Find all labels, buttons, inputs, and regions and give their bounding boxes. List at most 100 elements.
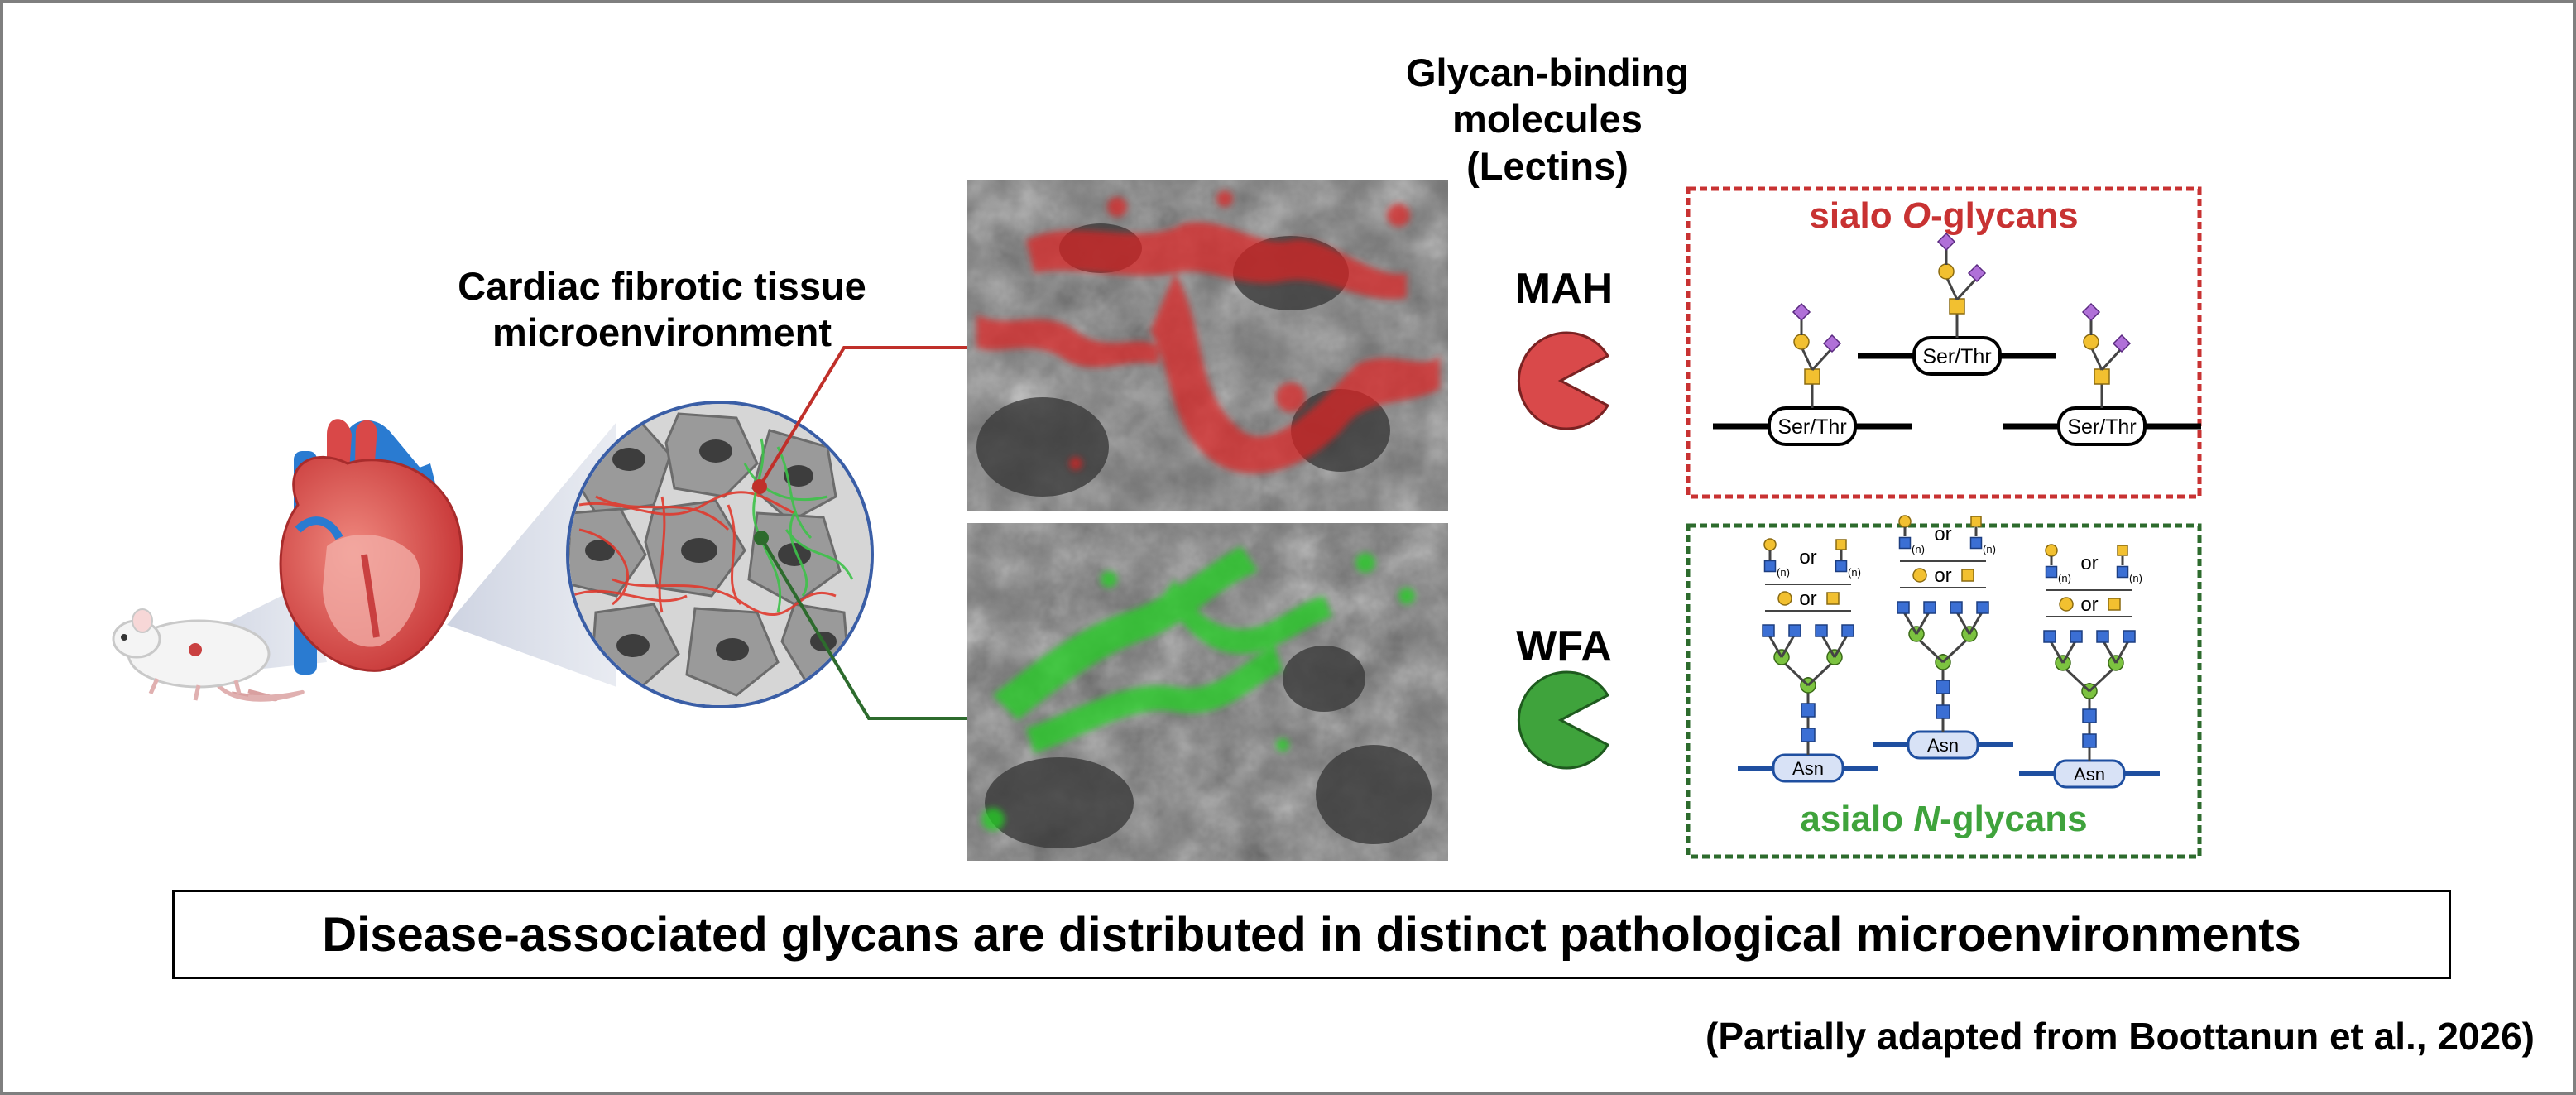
glcnac-symbol [1815, 624, 1828, 637]
glycan-link [1767, 633, 1783, 658]
asn-label: Asn [2074, 764, 2105, 785]
lectin-mah-label: MAH [1514, 265, 1614, 313]
glycan-link [1811, 348, 1832, 372]
micrograph-mah-stain [967, 180, 1448, 511]
lectin-header-line2: molecules [1452, 97, 1643, 142]
n-label: (n) [1777, 566, 1790, 579]
sialo-o-glycans-title: sialo O-glycans [1809, 195, 2079, 236]
zoom-cone-heart [447, 422, 616, 687]
galactose-symbol [2045, 544, 2058, 557]
or-label: or [1934, 564, 1951, 587]
glcnac-symbol [1936, 704, 1950, 719]
sialic-acid-symbol [2081, 302, 2101, 322]
or-label: or [1934, 523, 1951, 545]
glycan-link [1955, 278, 1977, 301]
glycan-link [1915, 610, 1931, 635]
lectin-header-line3: (Lectins) [1466, 143, 1629, 188]
glycan-link [1833, 633, 1849, 658]
galnac-symbol [1970, 516, 1982, 527]
sialo-o-glycan-box [1686, 186, 2202, 499]
galactose-symbol [1912, 568, 1927, 583]
glycan-link [2089, 346, 2103, 371]
glcnac-symbol [1841, 624, 1854, 637]
glcnac-symbol [1976, 601, 1989, 614]
n-label: (n) [1912, 543, 1925, 555]
glcnac-symbol [1950, 601, 1963, 614]
glcnac-symbol [1897, 601, 1910, 614]
glcnac-symbol [2082, 733, 2097, 748]
galnac-symbol [1826, 592, 1840, 605]
glcnac-symbol [1801, 728, 1816, 742]
lectin-wfa-label: WFA [1516, 622, 1612, 670]
glcnac-symbol [2082, 708, 2097, 723]
galactose-symbol [2059, 597, 2074, 612]
tissue-microenvironment-circle [566, 401, 874, 708]
ser-thr-label: Ser/Thr [1922, 345, 1991, 368]
or-label: or [1799, 588, 1816, 610]
credit-text: (Partially adapted from Boottanun et al.… [1705, 1015, 2535, 1058]
sialic-acid-symbol [1936, 232, 1956, 252]
galnac-symbol [1804, 368, 1820, 385]
tissue-label-line1: Cardiac fibrotic tissue [458, 264, 866, 308]
glcnac-symbol [1788, 624, 1801, 637]
glycan-link [2061, 665, 2091, 693]
sialic-acid-symbol [1967, 263, 1987, 283]
glycan-link [1968, 610, 1984, 635]
glcnac-symbol [1763, 560, 1777, 573]
asn-label: Asn [1792, 758, 1824, 779]
galactose-symbol [1898, 515, 1912, 528]
glcnac-symbol [2116, 565, 2129, 579]
heart-illustration [279, 419, 463, 675]
glycan-link [1780, 659, 1810, 687]
glcnac-symbol [1923, 601, 1936, 614]
galactose-symbol [1938, 263, 1955, 280]
connector-red [758, 346, 968, 488]
or-label: or [2080, 552, 2098, 574]
glycan-link [1902, 610, 1918, 635]
mah-lectin-icon [1517, 331, 1610, 430]
n-label: (n) [1983, 543, 1996, 555]
glcnac-symbol [2096, 630, 2109, 643]
glycan-link [1941, 636, 1971, 664]
mouse-illustration [112, 608, 305, 702]
glcnac-symbol [1801, 703, 1816, 718]
tissue-label: Cardiac fibrotic tissue microenvironment [364, 263, 960, 357]
galnac-symbol [1961, 569, 1974, 582]
glycan-link [2114, 639, 2131, 664]
glycan-link [2048, 639, 2065, 664]
ser-thr-label: Ser/Thr [1777, 415, 1846, 439]
galnac-symbol [2108, 598, 2121, 611]
connector-green [760, 536, 968, 720]
glycan-link [2061, 639, 2078, 664]
glcnac-symbol [1936, 680, 1950, 694]
n-label: (n) [1848, 566, 1861, 579]
galnac-symbol [1835, 539, 1847, 550]
glycan-link [1820, 633, 1836, 658]
glcnac-symbol [1762, 624, 1775, 637]
asialo-n-glycan-box [1686, 523, 2202, 859]
caption-box: Disease-associated glycans are distribut… [172, 890, 2451, 979]
galnac-symbol [1949, 298, 1965, 315]
galnac-symbol [2094, 368, 2110, 385]
galactose-symbol [1793, 334, 1810, 350]
glycan-link [2101, 639, 2118, 664]
glycan-link [1955, 610, 1971, 635]
or-label: or [2080, 593, 2098, 616]
n-label: (n) [2058, 572, 2071, 584]
sialic-acid-symbol [1822, 334, 1842, 353]
or-label: or [1799, 546, 1816, 569]
tissue-label-line2: microenvironment [492, 310, 832, 355]
lectin-header-line1: Glycan-binding [1405, 50, 1690, 94]
asialo-n-glycans-title: asialo N-glycans [1800, 799, 2088, 839]
wfa-lectin-icon [1517, 670, 1610, 770]
ser-thr-label: Ser/Thr [2067, 415, 2136, 439]
glcnac-symbol [1969, 536, 1983, 550]
glcnac-symbol [2043, 630, 2056, 643]
glycan-link [2088, 665, 2118, 693]
galnac-symbol [2117, 545, 2128, 556]
glcnac-symbol [1835, 560, 1848, 573]
